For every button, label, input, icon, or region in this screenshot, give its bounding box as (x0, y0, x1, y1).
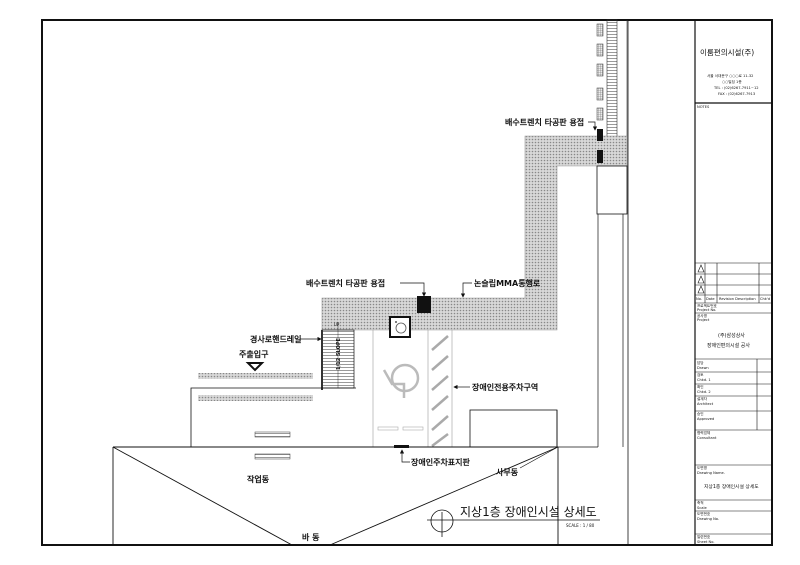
handrail-label: 경사로핸드레일 (250, 334, 302, 344)
project-ko: 공사명 (697, 313, 707, 318)
approved-label: Approved (697, 417, 714, 421)
consultant-label: Consultant (697, 436, 717, 440)
rev-header-desc: Revision Description (719, 297, 756, 301)
project-no-label: Project No. (697, 308, 716, 312)
scale-ko: 축척 (697, 500, 704, 505)
drawing-no-label: Drawing No. (697, 517, 719, 521)
ramp-slope-label: 1/12 SLOPE (336, 337, 342, 370)
company-fax: FAX : (02)6267-7913 (718, 92, 755, 96)
b-building-label: 바 동 (302, 532, 320, 542)
rev-header-chkd: Chk'd (760, 297, 770, 301)
project-name-1: (주)삼성상사 (718, 332, 745, 339)
drawing-name-label: Drawing Name. (697, 471, 725, 475)
drawn-label: Drawn (697, 366, 709, 370)
architect-label: Architect (697, 402, 714, 406)
title-block (695, 102, 772, 535)
nonslip-path (321, 135, 628, 331)
chkd2-ko: 확인 (697, 384, 704, 389)
entrance-label: 주출입구 (239, 349, 269, 359)
ramp-up-label: UP (334, 322, 340, 327)
office-building-label: 사무동 (496, 467, 519, 477)
notes-label: NOTES (697, 105, 710, 109)
work-building-label: 작업동 (247, 474, 270, 484)
project-no-ko: 프로젝트번호 (697, 303, 718, 308)
entrance-marker-icon (245, 362, 265, 372)
parking-sign-label: 장애인주차표지판 (411, 457, 471, 467)
company-address-1: 서울 서대문구 ○○○로 11-32 (707, 73, 753, 78)
trench-label: 배수트렌치 타공판 용접 (306, 278, 385, 288)
drawing-name-value: 지상1층 장애인시설 상세도 (704, 483, 759, 490)
drawing-name-ko: 도면명 (697, 465, 707, 470)
ramp: UP 1/12 SLOPE (321, 322, 355, 390)
wheelchair-sign-icon (389, 316, 411, 338)
lower-buildings (112, 446, 559, 546)
architect-ko: 설계자 (697, 396, 708, 401)
drawing-title: 지상1층 장애인시설 상세도 SCALE : 1 / 80 (427, 505, 600, 537)
drawing-frame (41, 19, 773, 546)
company-tel: TEL : (02)6267-7911~12 (713, 86, 759, 90)
company-address-2: ○○빌딩 1층 (722, 79, 742, 84)
company-name: 이룸편의시설(주) (700, 47, 754, 57)
parking-sign-bar (394, 445, 409, 448)
sheet-no-ko: 일련번호 (697, 534, 711, 539)
drawing-title-text: 지상1층 장애인시설 상세도 (460, 505, 597, 519)
parking-zone-label: 장애인전용주차구역 (472, 382, 538, 392)
drawn-ko: 담당 (697, 360, 704, 365)
chkd1-ko: 검토 (697, 372, 704, 377)
project-name-2: 장애인편의시설 공사 (707, 342, 750, 349)
rev-header-date: Date (706, 297, 715, 301)
scale-label: Scale (697, 506, 707, 510)
project-label: Project (697, 318, 710, 322)
drawing-scale-text: SCALE : 1 / 80 (566, 523, 595, 528)
chkd1-label: Chkd. 1 (697, 378, 711, 382)
trench-plate-top-1 (597, 129, 603, 141)
approved-ko: 승인 (697, 411, 704, 416)
trench-plate (417, 296, 431, 313)
consultant-ko: 협력업체 (697, 430, 710, 435)
trench-plate-top-2 (597, 150, 603, 163)
accessible-parking (372, 330, 453, 447)
nonslip-label: 논슬립MMA통행로 (474, 278, 541, 288)
chkd2-label: Chkd. 2 (697, 390, 711, 394)
wheelchair-symbol-icon (382, 363, 420, 398)
drawing-no-ko: 도면번호 (697, 511, 711, 516)
trench-label-top: 배수트렌치 타공판 용접 (505, 117, 584, 127)
rev-header-no: No. (696, 297, 702, 301)
sheet-no-label: Sheet No. (697, 540, 715, 544)
